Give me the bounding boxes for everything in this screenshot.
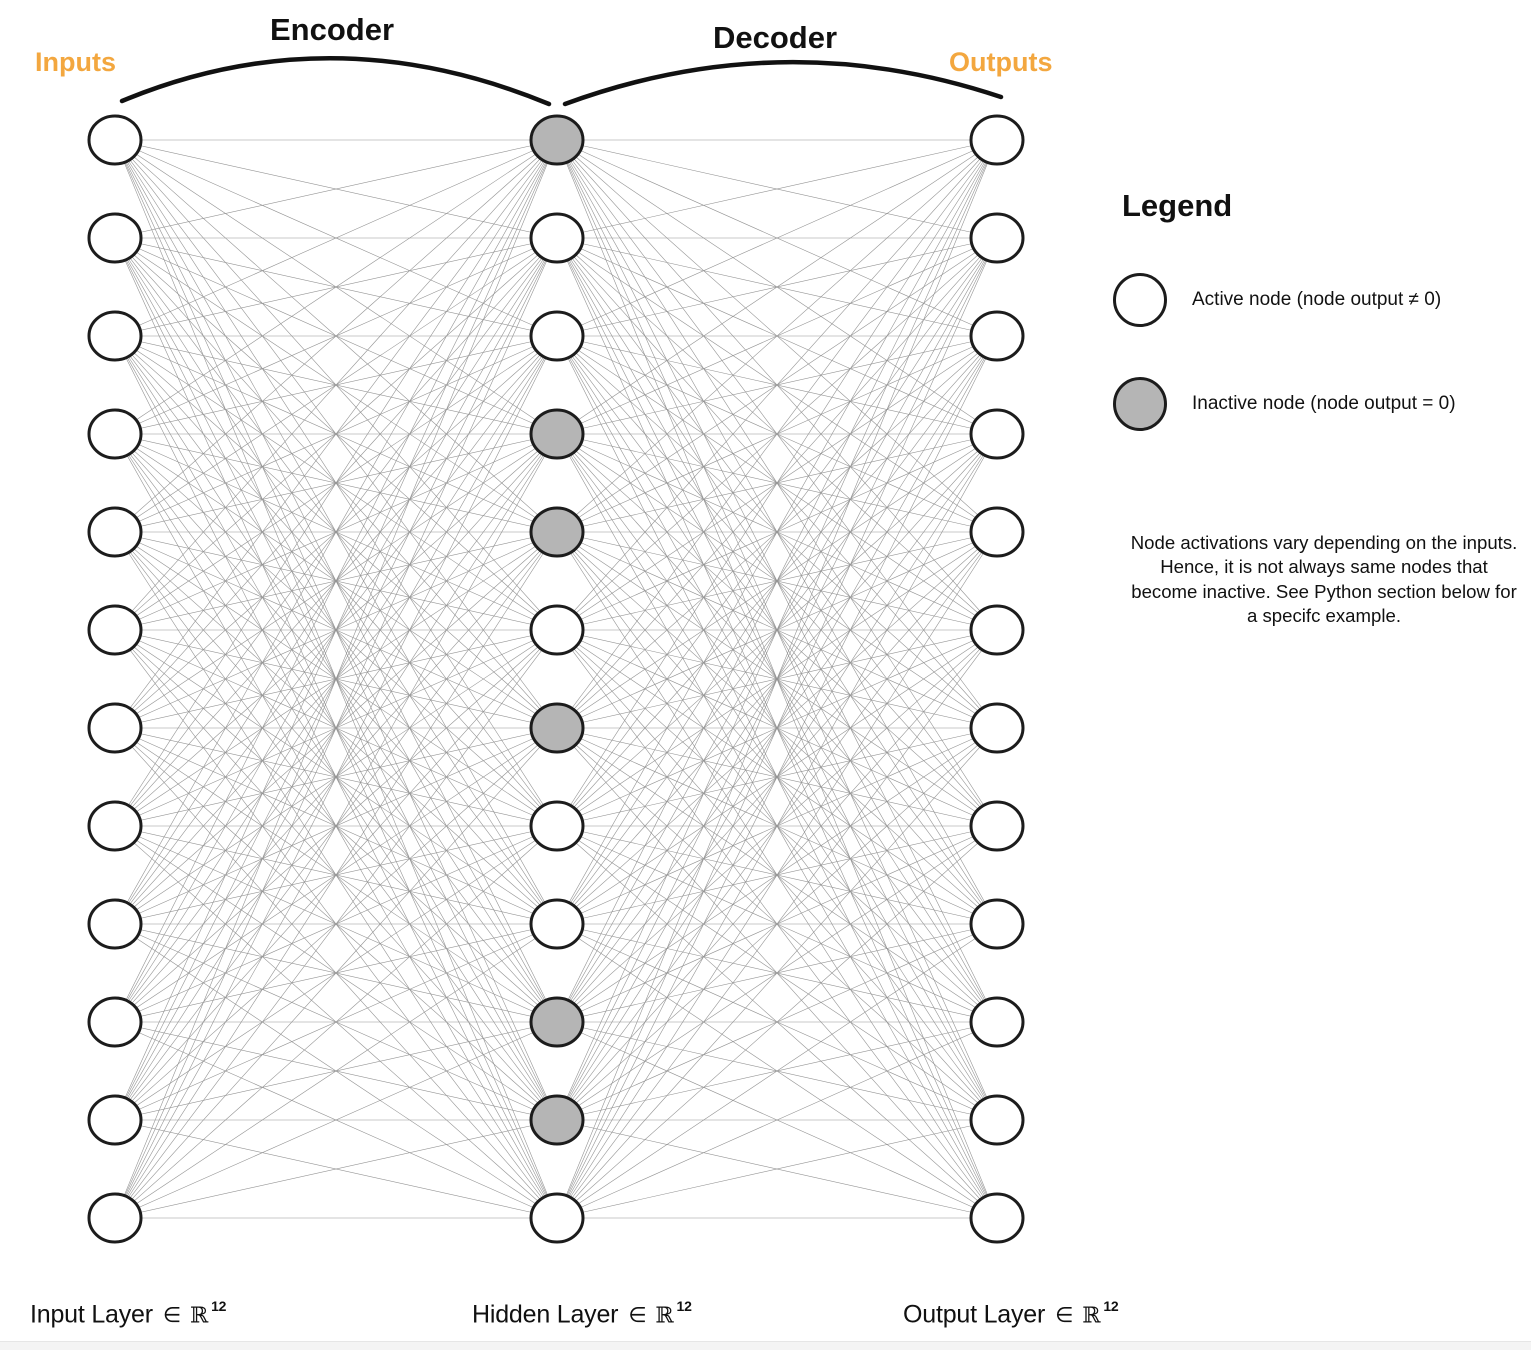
caption-label: Output Layer xyxy=(903,1300,1046,1329)
caption-label: Hidden Layer xyxy=(472,1300,619,1329)
dimension-superscript: 12 xyxy=(211,1298,227,1314)
hidden-node-7-inactive xyxy=(529,702,585,754)
network-graph xyxy=(87,56,1025,1244)
bottom-section-divider xyxy=(0,1341,1531,1350)
output-node-9-active xyxy=(969,898,1025,950)
hidden-node-1-inactive xyxy=(529,114,585,166)
legend-item-label: Active node (node output ≠ 0) xyxy=(1192,289,1442,310)
hidden-node-12-active xyxy=(529,1192,585,1244)
input-node-1-active xyxy=(87,114,143,166)
element-of-symbol: ∈ xyxy=(1055,1304,1074,1328)
legend-item-active: Active node (node output ≠ 0) xyxy=(1113,273,1441,327)
hidden-node-6-active xyxy=(529,604,585,656)
hidden-node-2-active xyxy=(529,212,585,264)
dimension-superscript: 12 xyxy=(676,1298,692,1314)
real-set-symbol: ℝ xyxy=(189,1303,209,1329)
hidden-node-4-inactive xyxy=(529,408,585,460)
encoder-brace xyxy=(119,56,552,107)
edge-lines xyxy=(114,139,998,1219)
hidden-node-10-inactive xyxy=(529,996,585,1048)
real-set-symbol: ℝ xyxy=(655,1303,674,1329)
active-node-icon xyxy=(1113,273,1167,327)
hidden-node-3-active xyxy=(529,310,585,362)
hidden-node-8-active xyxy=(529,800,585,852)
output-node-8-active xyxy=(969,800,1025,852)
decoder-label: Decoder xyxy=(712,20,838,55)
output-node-6-active xyxy=(969,604,1025,656)
input-node-12-active xyxy=(87,1192,143,1244)
hidden-node-9-active xyxy=(529,898,585,950)
decoder-brace xyxy=(562,59,1004,107)
input-node-3-active xyxy=(87,310,143,362)
legend-title: Legend xyxy=(1122,188,1233,223)
output-node-11-active xyxy=(969,1094,1025,1146)
element-of-symbol: ∈ xyxy=(628,1304,647,1328)
input-node-4-active xyxy=(87,408,143,460)
hidden-node-5-inactive xyxy=(529,506,585,558)
output-node-4-active xyxy=(969,408,1025,460)
input-node-9-active xyxy=(87,898,143,950)
dimension-superscript: 12 xyxy=(1103,1298,1119,1314)
output-node-3-active xyxy=(969,310,1025,362)
legend-item-label: Inactive node (node output = 0) xyxy=(1192,393,1456,414)
input-node-7-active xyxy=(87,702,143,754)
input-node-2-active xyxy=(87,212,143,264)
output-node-10-active xyxy=(969,996,1025,1048)
real-set-symbol: ℝ xyxy=(1082,1303,1101,1329)
output-node-12-active xyxy=(969,1192,1025,1244)
element-of-symbol: ∈ xyxy=(162,1304,181,1328)
input-node-11-active xyxy=(87,1094,143,1146)
outputs-label: Outputs xyxy=(949,47,1053,77)
input-node-5-active xyxy=(87,506,143,558)
hidden-node-11-inactive xyxy=(529,1094,585,1146)
output-node-2-active xyxy=(969,212,1025,264)
inactive-node-icon xyxy=(1113,377,1167,431)
encoder-label: Encoder xyxy=(269,12,395,47)
node-circles xyxy=(87,114,1025,1244)
output-node-7-active xyxy=(969,702,1025,754)
input-node-6-active xyxy=(87,604,143,656)
caption-label: Input Layer xyxy=(30,1300,153,1329)
output-node-1-active xyxy=(969,114,1025,166)
output-node-5-active xyxy=(969,506,1025,558)
inputs-label: Inputs xyxy=(35,47,116,77)
legend-item-inactive: Inactive node (node output = 0) xyxy=(1113,377,1456,431)
activation-note: Node activations vary depending on the i… xyxy=(1130,532,1518,627)
input-node-8-active xyxy=(87,800,143,852)
input-node-10-active xyxy=(87,996,143,1048)
